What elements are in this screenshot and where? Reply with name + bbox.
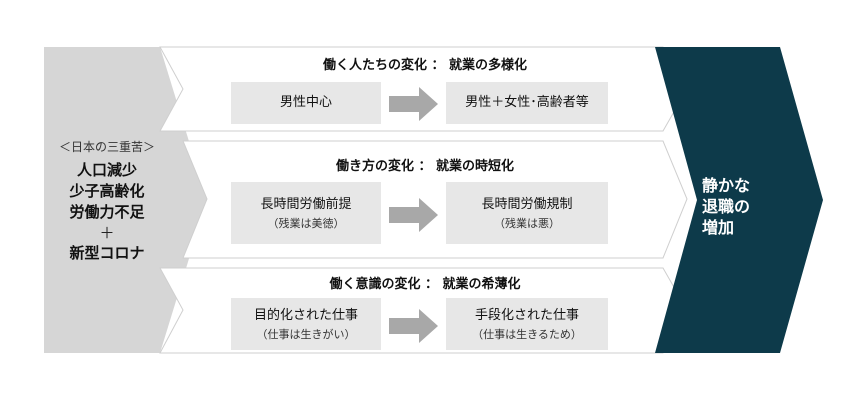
result-line-2: 退職の <box>702 197 751 216</box>
result-panel: 静かな 退職の 増加 <box>702 175 782 238</box>
row-1-from-label: 男性中心 <box>279 95 332 110</box>
row-2-to-sublabel: （残業は悪） <box>494 216 560 230</box>
row-3-to-sublabel: （仕事は生きるため） <box>472 327 582 341</box>
left-panel: ＜日本の三重苦＞ 人口減少 少子高齢化 労働力不足 ＋ 新型コロナ <box>48 138 166 264</box>
row-1-to-box: 男性＋女性･高齢者等 <box>446 82 608 124</box>
left-panel-line-1: 人口減少 <box>76 161 137 179</box>
row-3-to-label: 手段化された仕事 <box>474 307 579 323</box>
row-3-title: 働く意識の変化 ： 就業の希薄化 <box>329 277 521 292</box>
row-2-title: 働き方の変化 ： 就業の時短化 <box>335 159 515 174</box>
row-3-to-box: 手段化された仕事 （仕事は生きるため） <box>446 298 608 350</box>
row-3-from-label: 目的化された仕事 <box>253 307 358 323</box>
row-2-to-label: 長時間労働規制 <box>481 196 573 212</box>
row-1-arrow-icon <box>389 87 438 121</box>
result-panel-shape <box>655 47 823 353</box>
row-2-to-box: 長時間労働規制 （残業は悪） <box>446 182 608 244</box>
row-2-from-box: 長時間労働前提 （残業は美徳） <box>231 182 381 244</box>
left-panel-line-2: 少子高齢化 <box>69 182 145 200</box>
row-2-from-sublabel: （残業は美徳） <box>267 216 345 230</box>
row-1-from-box: 男性中心 <box>231 82 381 124</box>
row-3-from-box: 目的化された仕事 （仕事は生きがい） <box>231 298 381 350</box>
row-2-arrow-icon <box>389 198 438 232</box>
row-1-to-label: 男性＋女性･高齢者等 <box>465 95 589 110</box>
left-panel-line-3: 労働力不足 <box>69 203 145 221</box>
row-1-title: 働く人たちの変化 ： 就業の多様化 <box>322 58 528 73</box>
row-3-arrow-icon <box>389 309 438 343</box>
result-line-3: 増加 <box>702 218 735 237</box>
left-panel-plus: ＋ <box>99 224 115 242</box>
row-3-from-sublabel: （仕事は生きがい） <box>256 327 356 341</box>
result-line-1: 静かな <box>702 176 751 195</box>
left-panel-line-4: 新型コロナ <box>69 244 145 262</box>
left-panel-heading: ＜日本の三重苦＞ <box>58 140 155 154</box>
row-2-from-label: 長時間労働前提 <box>260 196 352 212</box>
